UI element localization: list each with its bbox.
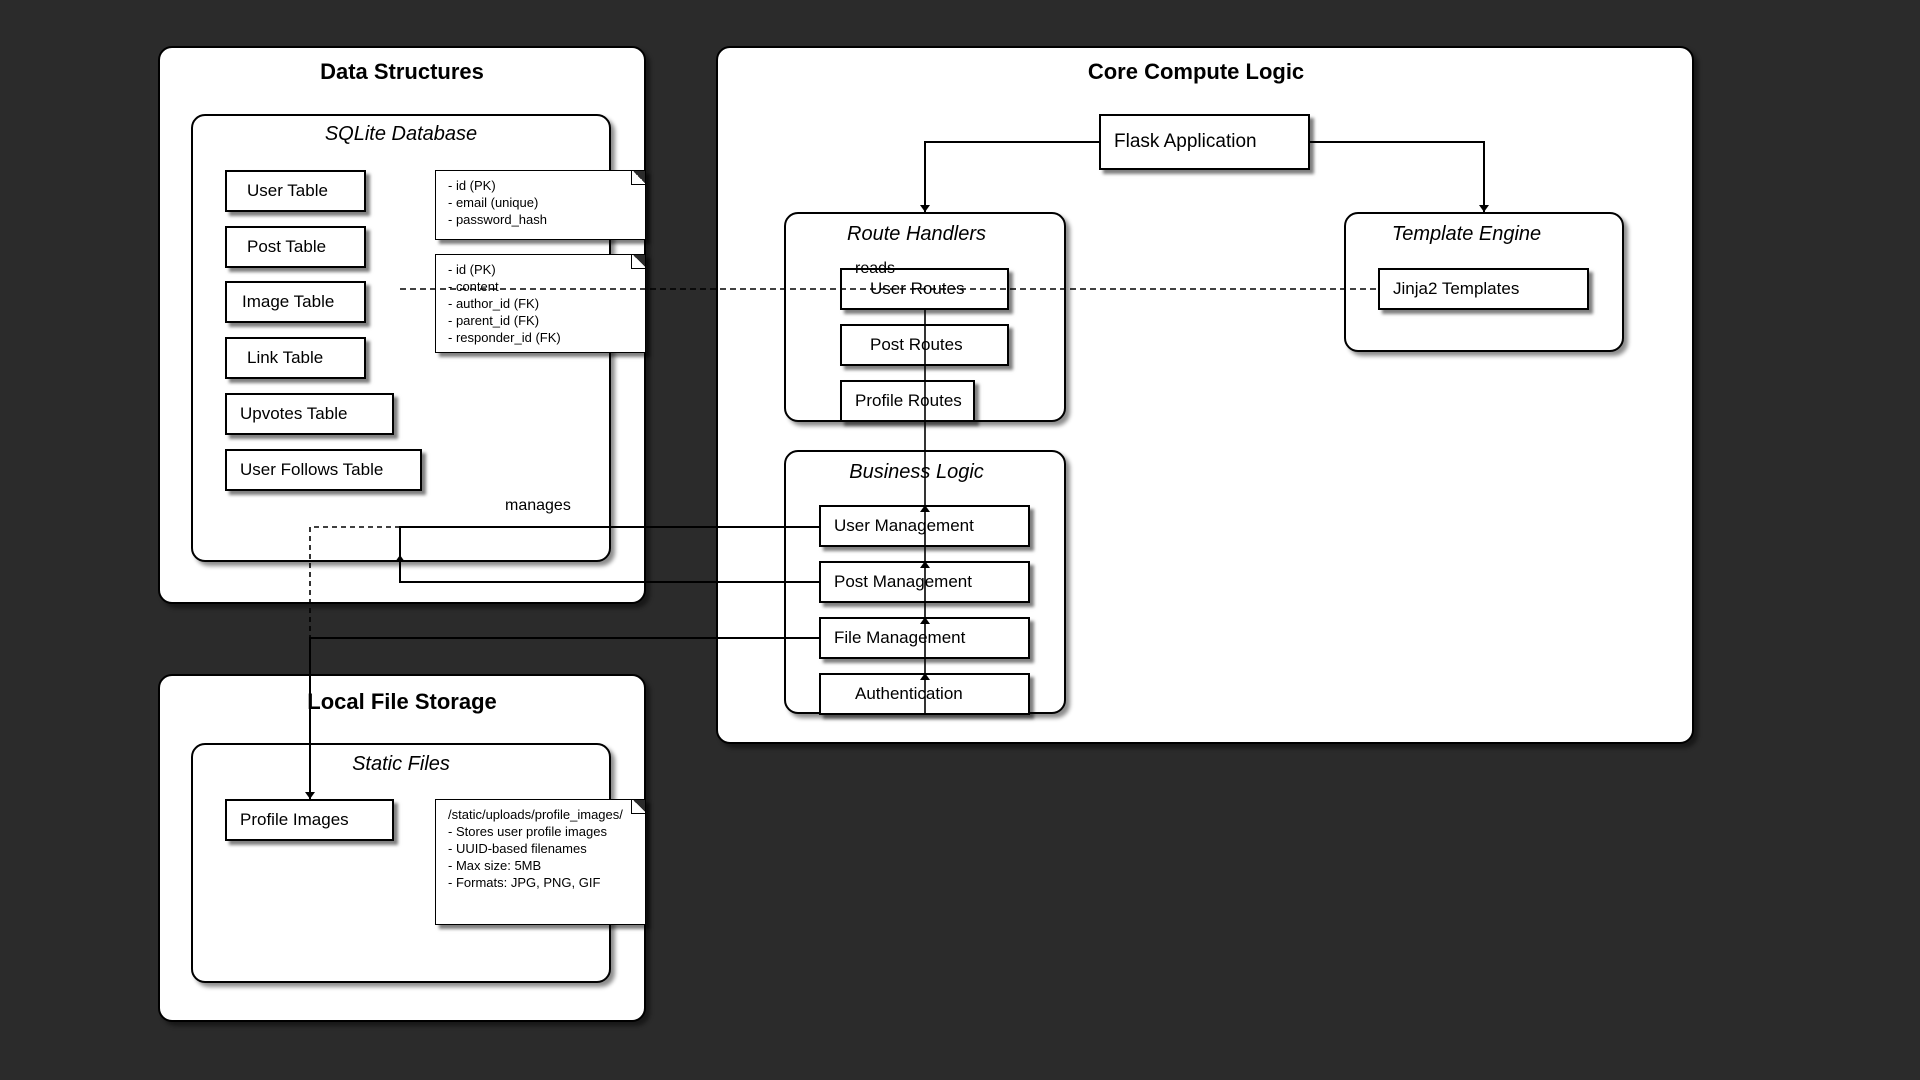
user-table-label: User Table [247,181,328,200]
profile-routes-label: Profile Routes [855,391,962,410]
file-management-label: File Management [834,628,966,647]
note-line: - parent_id (FK) [448,313,540,328]
post-table-label: Post Table [247,237,327,256]
flask-application-label: Flask Application [1114,131,1257,152]
note-line: /static/uploads/profile_images/ [448,807,623,822]
static-files-title: Static Files [352,753,450,775]
post-management-label: Post Management [834,572,972,591]
note-fold-icon [631,800,645,814]
user-management-box[interactable]: User Management [819,505,1030,547]
upvotes-table-box[interactable]: Upvotes Table [225,393,394,435]
note-line: - Stores user profile images [448,824,607,839]
user-follows-table-label: User Follows Table [240,460,384,479]
post-table-note: - id (PK) - content - author_id (FK) - p… [435,254,646,353]
user-table-note: - id (PK) - email (unique) - password_ha… [435,170,646,240]
business-logic-title: Business Logic [849,461,984,483]
note-line: - content [448,279,499,294]
image-table-label: Image Table [242,292,335,311]
user-routes-label: User Routes [870,279,965,298]
file-management-box[interactable]: File Management [819,617,1030,659]
note-line: - password_hash [448,212,547,227]
profile-routes-box[interactable]: Profile Routes [840,380,975,422]
note-line: - email (unique) [448,195,539,210]
note-line: - id (PK) [448,262,496,277]
authentication-box[interactable]: Authentication [819,673,1030,715]
jinja2-templates-label: Jinja2 Templates [1393,279,1520,298]
upvotes-table-label: Upvotes Table [240,404,348,423]
authentication-label: Authentication [855,684,963,703]
data-structures-title: Data Structures [320,59,484,84]
note-line: - Max size: 5MB [448,858,542,873]
user-follows-table-box[interactable]: User Follows Table [225,449,422,491]
user-management-label: User Management [834,516,974,535]
jinja2-templates-box[interactable]: Jinja2 Templates [1378,268,1589,310]
template-engine-title: Template Engine [1391,223,1542,245]
core-compute-logic-title: Core Compute Logic [1087,59,1305,84]
note-line: - Formats: JPG, PNG, GIF [448,875,601,890]
link-table-box[interactable]: Link Table [225,337,366,379]
note-fold-icon [631,255,645,269]
profile-images-box[interactable]: Profile Images [225,799,394,841]
user-table-box[interactable]: User Table [225,170,366,212]
manages-label: manages [505,497,571,514]
note-line: - UUID-based filenames [448,841,587,856]
link-table-label: Link Table [247,348,324,367]
local-file-storage-title: Local File Storage [307,689,497,714]
flask-application-box[interactable]: Flask Application [1099,114,1310,170]
note-line: - responder_id (FK) [448,330,561,345]
profile-images-note: /static/uploads/profile_images/ - Stores… [435,799,646,925]
profile-images-label: Profile Images [240,810,349,829]
note-line: - id (PK) [448,178,496,193]
route-handlers-title: Route Handlers [847,223,986,245]
image-table-box[interactable]: Image Table [225,281,366,323]
note-fold-icon [631,171,645,185]
sqlite-database-title: SQLite Database [324,123,478,145]
post-management-box[interactable]: Post Management [819,561,1030,603]
post-routes-box[interactable]: Post Routes [840,324,1009,366]
note-line: - author_id (FK) [448,296,540,311]
post-routes-label: Post Routes [870,335,963,354]
post-table-box[interactable]: Post Table [225,226,366,268]
reads-label: reads [855,260,896,277]
